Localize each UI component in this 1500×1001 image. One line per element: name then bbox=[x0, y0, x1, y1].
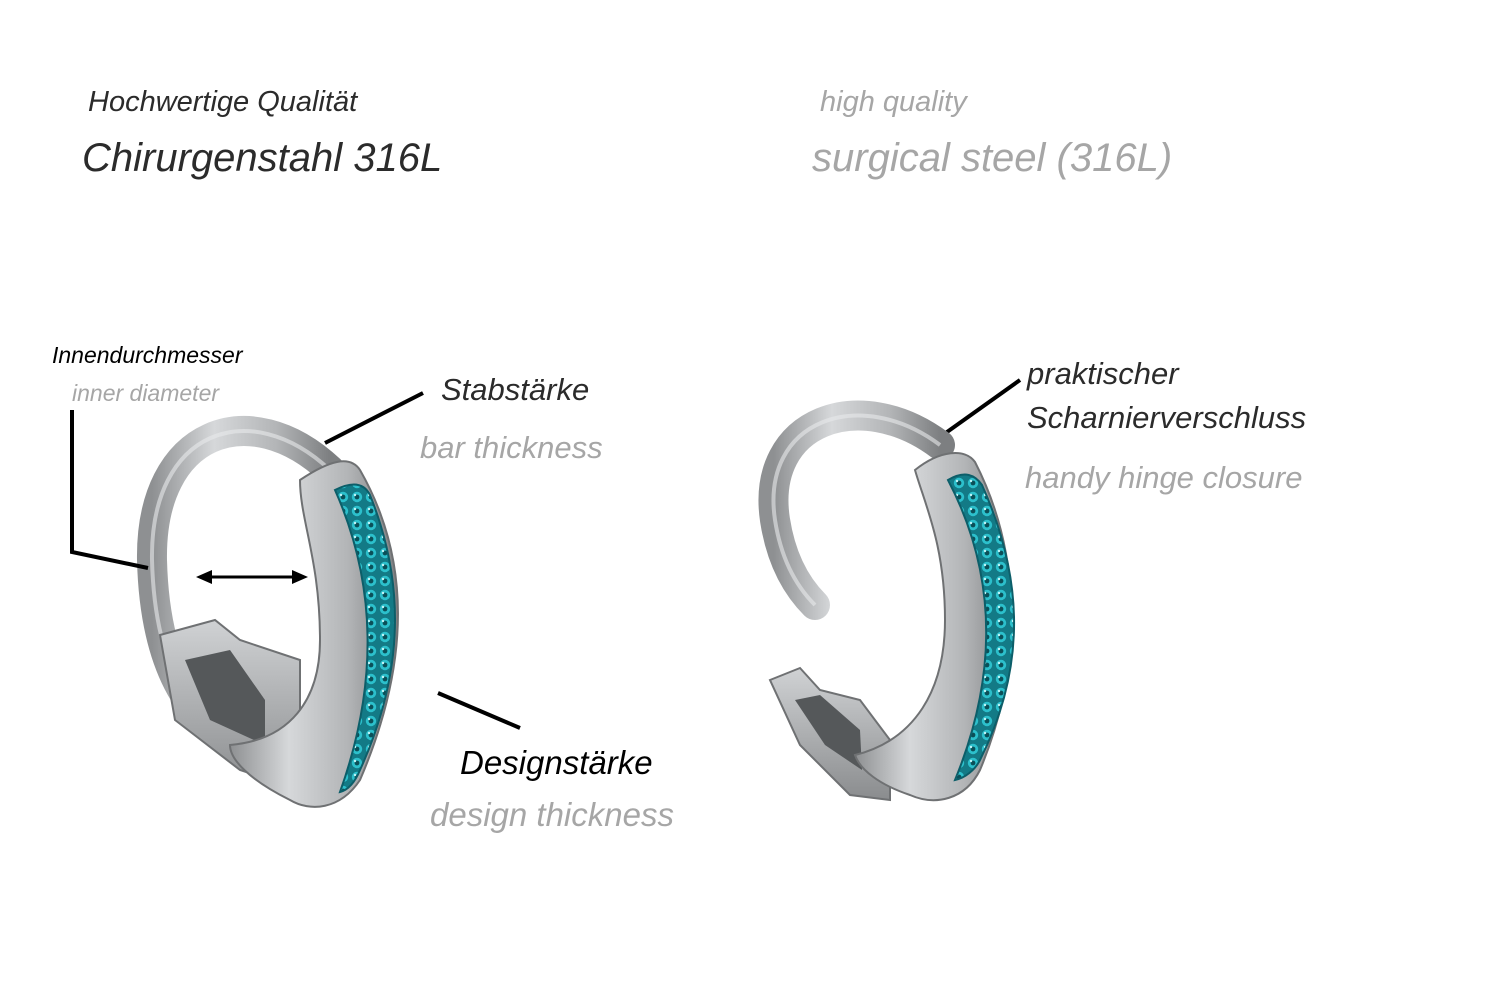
inner-diameter-leader bbox=[70, 410, 149, 570]
material-label-en: surgical steel (316L) bbox=[812, 136, 1173, 180]
bar-thickness-label-de: Stabstärke bbox=[441, 372, 590, 407]
inner-diameter-label-de: Innendurchmesser bbox=[52, 342, 243, 368]
hinge-label-en: handy hinge closure bbox=[1025, 460, 1303, 495]
hinge-leader bbox=[938, 378, 1022, 439]
hinge-label-de-line2: Scharnierverschluss bbox=[1027, 400, 1307, 435]
bar-thickness-label-en: bar thickness bbox=[420, 430, 603, 465]
left-earring bbox=[136, 416, 399, 808]
right-earring bbox=[758, 400, 1015, 802]
quality-label-en: high quality bbox=[820, 86, 967, 118]
bar-thickness-leader bbox=[324, 391, 424, 445]
hinge-label-de-line1: praktischer bbox=[1027, 356, 1179, 391]
design-thickness-label-de: Designstärke bbox=[460, 744, 653, 781]
design-thickness-leader bbox=[437, 691, 521, 730]
inner-diameter-label-en: inner diameter bbox=[72, 380, 220, 406]
material-label-de: Chirurgenstahl 316L bbox=[82, 136, 443, 180]
quality-label-de: Hochwertige Qualität bbox=[88, 86, 358, 118]
inner-diameter-arrow bbox=[196, 570, 308, 584]
design-thickness-label-en: design thickness bbox=[430, 796, 674, 833]
